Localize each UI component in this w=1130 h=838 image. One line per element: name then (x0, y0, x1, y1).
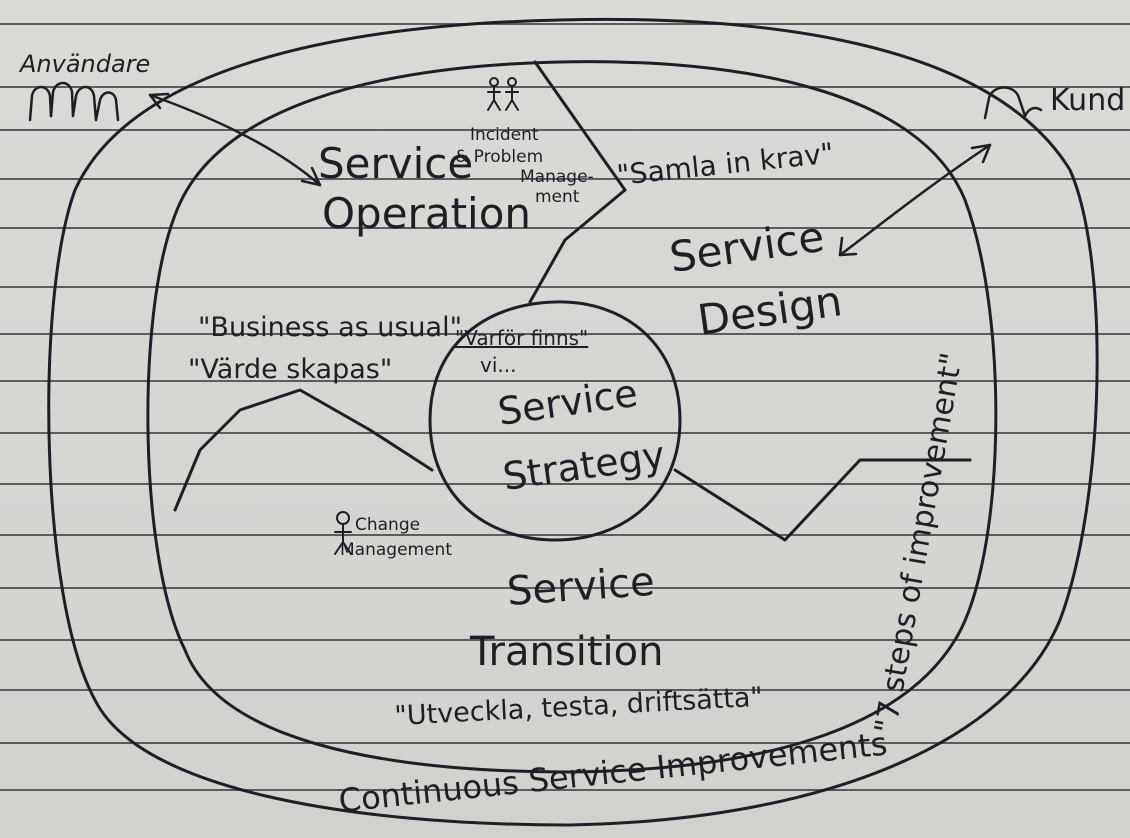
arrow-kund (838, 143, 992, 257)
label-varde-skapas: "Värde skapas" (188, 354, 392, 385)
divider-value (173, 388, 434, 512)
label-service-transition-2: Transition (469, 629, 663, 675)
divider-transition (673, 458, 972, 542)
label-seven-steps: "7 steps of improvement" (868, 350, 970, 736)
label-varfor-finns-1: "Varför finns" (455, 326, 588, 350)
label-service-operation-1: Service (318, 139, 473, 188)
customer-icon (983, 86, 1043, 120)
strategy-circle (428, 300, 682, 542)
label-business-as-usual: "Business as usual" (198, 312, 462, 343)
label-continuous-improvements: Continuous Service Improvements (337, 725, 889, 820)
ruled-lines (0, 23, 1130, 791)
label-anvandare: Användare (18, 50, 150, 78)
middle-ring (146, 60, 998, 774)
outer-ring (47, 17, 1099, 827)
divider-incident-right (528, 188, 627, 304)
label-change-management-2: Management (340, 540, 452, 560)
label-change-management-1: Change (355, 515, 420, 535)
label-service-transition-1: Service (505, 559, 656, 615)
users-group-icon (28, 81, 120, 122)
label-incident-2: & Problem (455, 147, 543, 167)
label-service-strategy-2: Strategy (500, 433, 667, 499)
divider-incident-left (533, 60, 627, 192)
label-varfor-finns-2: vi... (480, 353, 516, 377)
label-incident-3: Manage- (520, 167, 594, 187)
label-incident-1: Incident (470, 125, 539, 145)
label-incident-4: ment (535, 187, 580, 207)
label-samla-in-krav: "Samla in krav" (615, 136, 835, 192)
arrow-anvandare (148, 92, 322, 187)
label-service-design-1: Service (667, 212, 828, 282)
person-pair-icon (487, 77, 519, 111)
label-service-operation-2: Operation (322, 189, 531, 238)
label-kund: Kund (1050, 83, 1125, 118)
person-icon (334, 511, 352, 555)
